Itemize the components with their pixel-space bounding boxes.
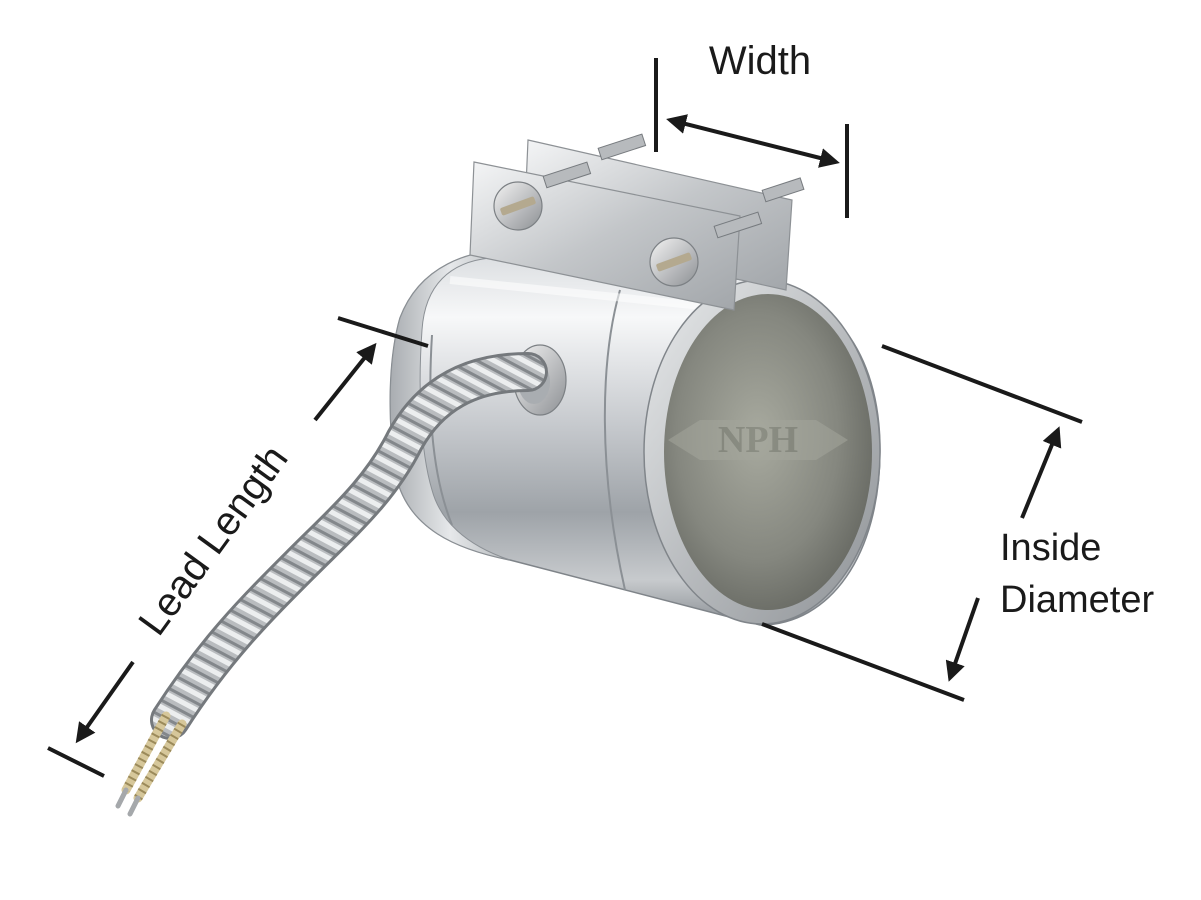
lead-length-dimension: Lead Length — [47, 316, 429, 778]
inside-diameter-label-line2: Diameter — [1000, 579, 1154, 621]
lead-arrow-upper — [313, 342, 377, 422]
lead-extension-bottom — [47, 746, 105, 778]
nph-logo-text: NPH — [718, 419, 798, 461]
inside-diameter-label-line1: Inside — [1000, 527, 1101, 569]
width-dimension: Width — [654, 39, 849, 218]
diameter-arrow-lower — [945, 597, 980, 682]
band-heater: NPH — [389, 133, 881, 626]
diameter-extension-bottom — [761, 622, 965, 702]
screw-head-right — [649, 237, 699, 287]
diameter-arrow-upper — [1020, 426, 1062, 519]
width-arrow — [666, 114, 840, 168]
width-label: Width — [709, 39, 811, 83]
wire-tip-2 — [127, 795, 141, 817]
shell-seam-right — [603, 289, 626, 591]
inside-diameter-dimension: Inside Diameter — [761, 344, 1154, 702]
lead-arrow-lower — [75, 660, 135, 744]
wire-tip-1 — [115, 787, 129, 809]
screw-head-left — [493, 181, 543, 231]
diameter-extension-top — [881, 344, 1083, 424]
threaded-studs — [542, 133, 805, 239]
lead-extension-top — [337, 316, 429, 348]
nph-logo: NPH — [668, 419, 848, 461]
armored-lead — [115, 352, 548, 817]
